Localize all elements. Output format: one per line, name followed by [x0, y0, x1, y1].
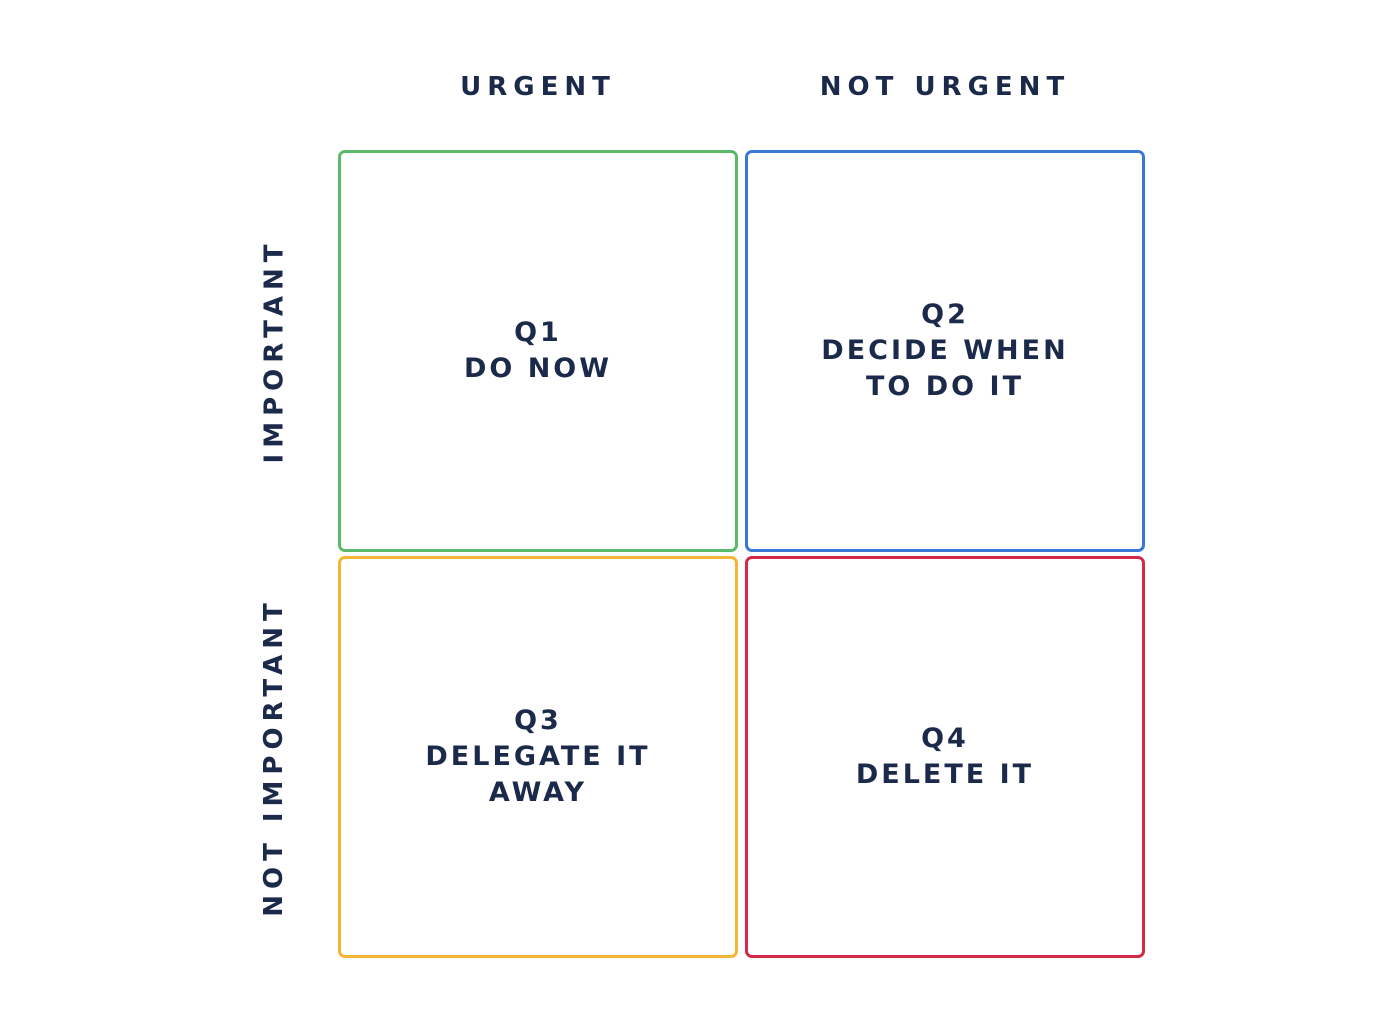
quadrant-q3-line-2: AWAY	[488, 777, 588, 808]
quadrant-q2-id: Q2	[921, 299, 969, 330]
quadrant-q1-text: Q1 DO NOW	[464, 315, 612, 387]
quadrant-q2: Q2 DECIDE WHEN TO DO IT	[745, 150, 1145, 552]
quadrant-q4-line-1: DELETE IT	[855, 759, 1035, 790]
quadrant-q3-id: Q3	[514, 705, 562, 736]
quadrant-q4-id: Q4	[921, 723, 969, 754]
quadrant-q4: Q4 DELETE IT	[745, 556, 1145, 958]
row-label-important: IMPORTANT	[240, 150, 308, 552]
column-label-urgent: URGENT	[460, 72, 616, 102]
quadrant-q3: Q3 DELEGATE IT AWAY	[338, 556, 738, 958]
quadrant-q1: Q1 DO NOW	[338, 150, 738, 552]
quadrant-q2-text: Q2 DECIDE WHEN TO DO IT	[821, 297, 1068, 405]
row-label-not-important-text: NOT IMPORTANT	[259, 597, 290, 917]
row-label-not-important: NOT IMPORTANT	[240, 556, 308, 958]
column-label-not-urgent: NOT URGENT	[819, 72, 1071, 102]
quadrant-q3-line-1: DELEGATE IT	[425, 741, 651, 772]
quadrant-q1-id: Q1	[514, 317, 562, 348]
row-label-important-text: IMPORTANT	[259, 238, 289, 464]
quadrant-q1-line-1: DO NOW	[463, 353, 613, 384]
quadrant-q2-line-2: TO DO IT	[866, 371, 1024, 402]
quadrant-q2-line-1: DECIDE WHEN	[821, 335, 1069, 366]
quadrant-q4-text: Q4 DELETE IT	[856, 721, 1034, 793]
quadrant-q3-text: Q3 DELEGATE IT AWAY	[425, 703, 650, 811]
